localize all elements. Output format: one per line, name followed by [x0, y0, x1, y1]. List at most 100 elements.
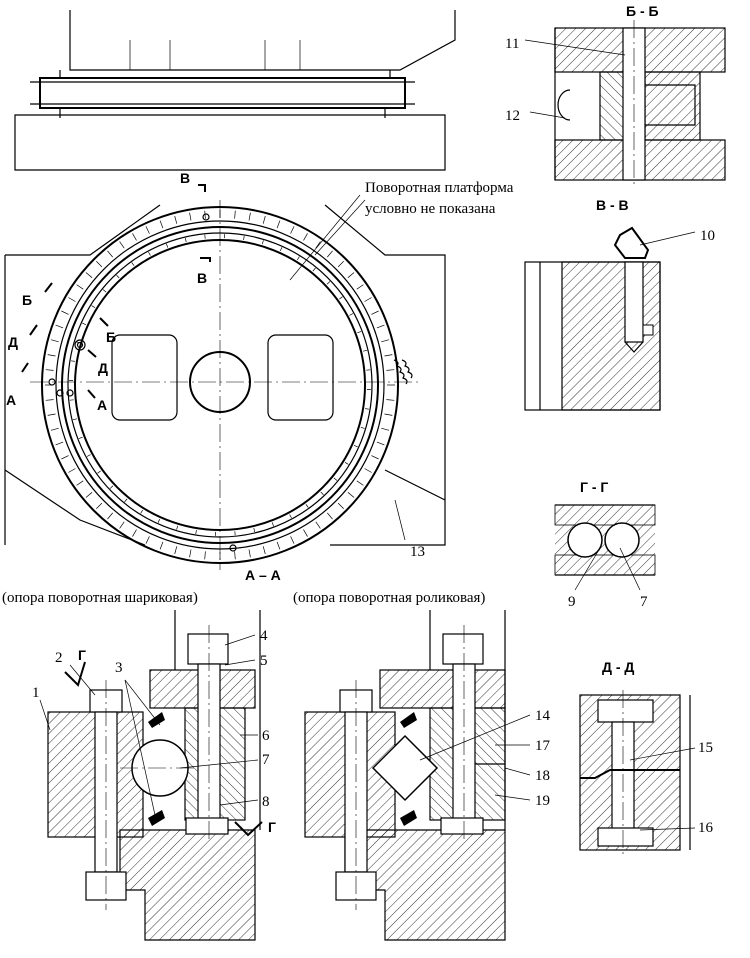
ring-tick — [290, 226, 295, 234]
note-roller-support: (опора поворотная роликовая) — [293, 590, 485, 606]
ring-tick-inner — [116, 274, 120, 279]
callout-16: 16 — [698, 820, 714, 836]
ball-support-section — [39, 610, 263, 941]
ring-tick-inner — [333, 477, 338, 481]
ring-tick — [384, 354, 393, 357]
callout-1: 1 — [32, 685, 40, 701]
ring-tick — [371, 455, 379, 460]
ring-tick — [262, 546, 266, 555]
ring-tick-inner — [109, 485, 114, 489]
ring-tick-inner — [243, 235, 245, 240]
callout-5: 5 — [260, 653, 268, 669]
ring-tick-inner — [102, 289, 107, 293]
ring-tick — [315, 241, 321, 249]
ring-tick — [303, 233, 308, 241]
section-title-vv: В - В — [596, 197, 629, 213]
ring-tick — [132, 529, 137, 537]
ring-tick — [364, 468, 372, 473]
ring-tick-inner — [148, 251, 151, 256]
ring-tick — [107, 512, 113, 520]
ring-tick — [364, 297, 372, 302]
ring-tick — [45, 399, 54, 401]
ring-tick — [85, 492, 93, 498]
callout-8: 8 — [262, 794, 270, 810]
ring-tick — [174, 546, 178, 555]
ring-tick — [262, 215, 266, 224]
ring-tick-inner — [97, 470, 101, 474]
callout-17: 17 — [535, 738, 551, 754]
ring-tick — [204, 551, 206, 560]
ring-tick — [234, 551, 236, 560]
ring-tick-inner — [176, 525, 179, 530]
cut-mark-a-right: А — [97, 397, 107, 413]
callout-10: 10 — [700, 228, 715, 244]
ring-tick-inner — [184, 237, 187, 242]
ring-tick-inner — [166, 243, 169, 248]
ring-tick-inner — [365, 408, 370, 410]
ring-tick — [132, 233, 137, 241]
section-title-dd: Д - Д — [602, 659, 634, 675]
section-title-aa: А – А — [245, 567, 281, 583]
ring-tick — [303, 529, 308, 537]
ring-tick — [107, 250, 113, 258]
callout-19: 19 — [535, 793, 550, 809]
ring-tick — [376, 324, 385, 329]
labels: Б - Б В - В Г - Г Д - Д А – А Поворотная… — [2, 3, 715, 836]
ring-tick — [55, 324, 64, 329]
ring-tick — [371, 310, 379, 315]
ring-tick — [337, 502, 344, 509]
ring-tick — [337, 261, 344, 268]
ring-tick-inner — [86, 454, 91, 457]
ring-tick — [290, 536, 295, 544]
ring-tick-inner — [253, 528, 256, 533]
ring-tick-inner — [305, 504, 309, 508]
callout-12: 12 — [505, 108, 520, 124]
ring-tick-inner — [357, 331, 362, 334]
ring-tick-inner — [312, 267, 316, 272]
ring-tick-inner — [91, 305, 96, 308]
ring-tick — [55, 441, 64, 446]
section-gg — [554, 504, 656, 591]
ring-tick — [381, 427, 390, 431]
top-side-view — [14, 10, 456, 171]
ring-tick-inner — [124, 498, 128, 503]
ring-tick — [174, 215, 178, 224]
ring-tick — [376, 441, 385, 446]
ring-tick — [61, 455, 69, 460]
ring-tick — [276, 541, 281, 550]
ring-tick — [356, 480, 364, 486]
callout-6: 6 — [262, 728, 270, 744]
ring-tick-inner — [271, 522, 274, 527]
cut-mark-b-left: Б — [22, 292, 32, 308]
callout-9: 9 — [568, 594, 576, 610]
callout-2: 2 — [55, 650, 63, 666]
ring-tick — [68, 297, 76, 302]
callout-14: 14 — [535, 708, 551, 724]
ring-tick-inner — [289, 514, 292, 519]
ring-tick — [47, 413, 56, 416]
ring-tick — [76, 480, 84, 486]
ring-tick-inner — [70, 360, 75, 362]
ring-tick-inner — [344, 462, 349, 465]
section-title-bb: Б - Б — [626, 3, 659, 19]
ring-tick-inner — [131, 262, 135, 266]
ring-tick-inner — [353, 444, 358, 448]
ring-tick-inner — [72, 418, 77, 421]
ring-tick-inner — [279, 247, 283, 252]
ring-tick-inner — [320, 491, 324, 496]
plan-view — [4, 194, 446, 570]
ring-tick — [85, 272, 93, 278]
ring-tick-inner — [157, 518, 161, 523]
ring-tick-inner — [195, 530, 197, 535]
ring-tick-inner — [261, 240, 264, 245]
ring-tick — [315, 521, 321, 529]
ring-tick — [45, 369, 54, 371]
callout-4: 4 — [260, 628, 268, 644]
cut-mark-b-right: Б — [106, 329, 116, 345]
ring-tick — [248, 549, 251, 558]
ring-tick-inner — [339, 296, 343, 300]
cut-mark-g-top: Г — [78, 647, 86, 663]
section-dd — [579, 690, 696, 855]
cut-mark-d-right: Д — [98, 360, 108, 376]
